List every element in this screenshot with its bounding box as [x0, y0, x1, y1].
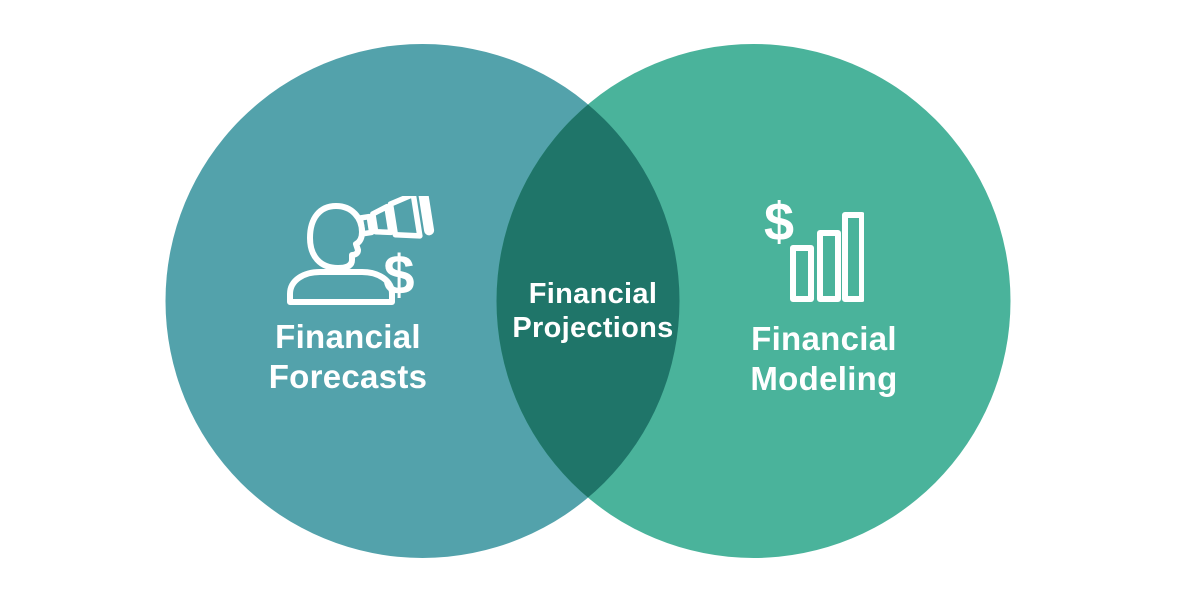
overlap-label-line1: Financial: [528, 278, 658, 310]
bar-chart-bars-icon: [790, 212, 864, 302]
overlap-region: [496, 44, 680, 558]
overlap-label: Financial Projections: [491, 277, 695, 345]
person-spyglass-dollar-icon: $: [287, 196, 435, 306]
right-circle-label: Financial Modeling: [722, 319, 926, 399]
left-label-line1: Financial: [275, 318, 421, 355]
right-label-line1: Financial: [751, 320, 897, 357]
left-circle-label: Financial Forecasts: [246, 317, 450, 397]
dollar-sign-icon: $: [764, 192, 794, 252]
dollar-sign-icon: $: [383, 243, 414, 306]
right-label-line2: Modeling: [750, 360, 898, 397]
dollar-bar-chart-icon: $: [764, 192, 864, 302]
overlap-label-line2: Projections: [512, 312, 674, 344]
spyglass-icon: [357, 196, 435, 239]
left-label-line2: Forecasts: [268, 358, 428, 395]
